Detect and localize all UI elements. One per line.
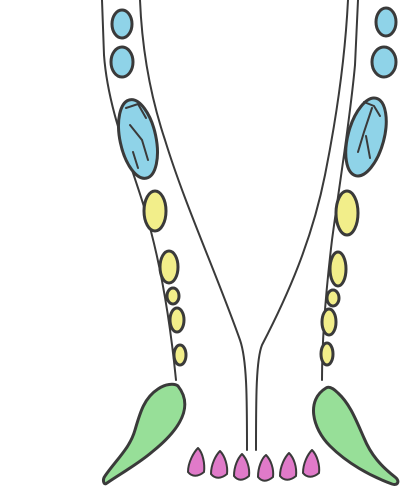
yellow-oval-right-4 (322, 309, 336, 335)
yellow-oval-left-4 (170, 308, 184, 332)
blue-oval-right-1 (376, 8, 396, 36)
yellow-oval-right-1 (336, 191, 358, 235)
blue-oval-left-1 (112, 10, 132, 38)
blue-oval-right-2 (372, 47, 396, 77)
yellow-oval-right-3 (327, 290, 339, 306)
blue-oval-left-2 (111, 47, 133, 77)
yellow-oval-left-1 (144, 191, 166, 231)
yellow-oval-right-5 (321, 343, 333, 365)
yellow-oval-left-5 (174, 345, 186, 365)
yellow-oval-left-2 (160, 251, 178, 283)
yellow-oval-left-3 (167, 288, 179, 304)
yellow-oval-right-2 (330, 252, 346, 286)
